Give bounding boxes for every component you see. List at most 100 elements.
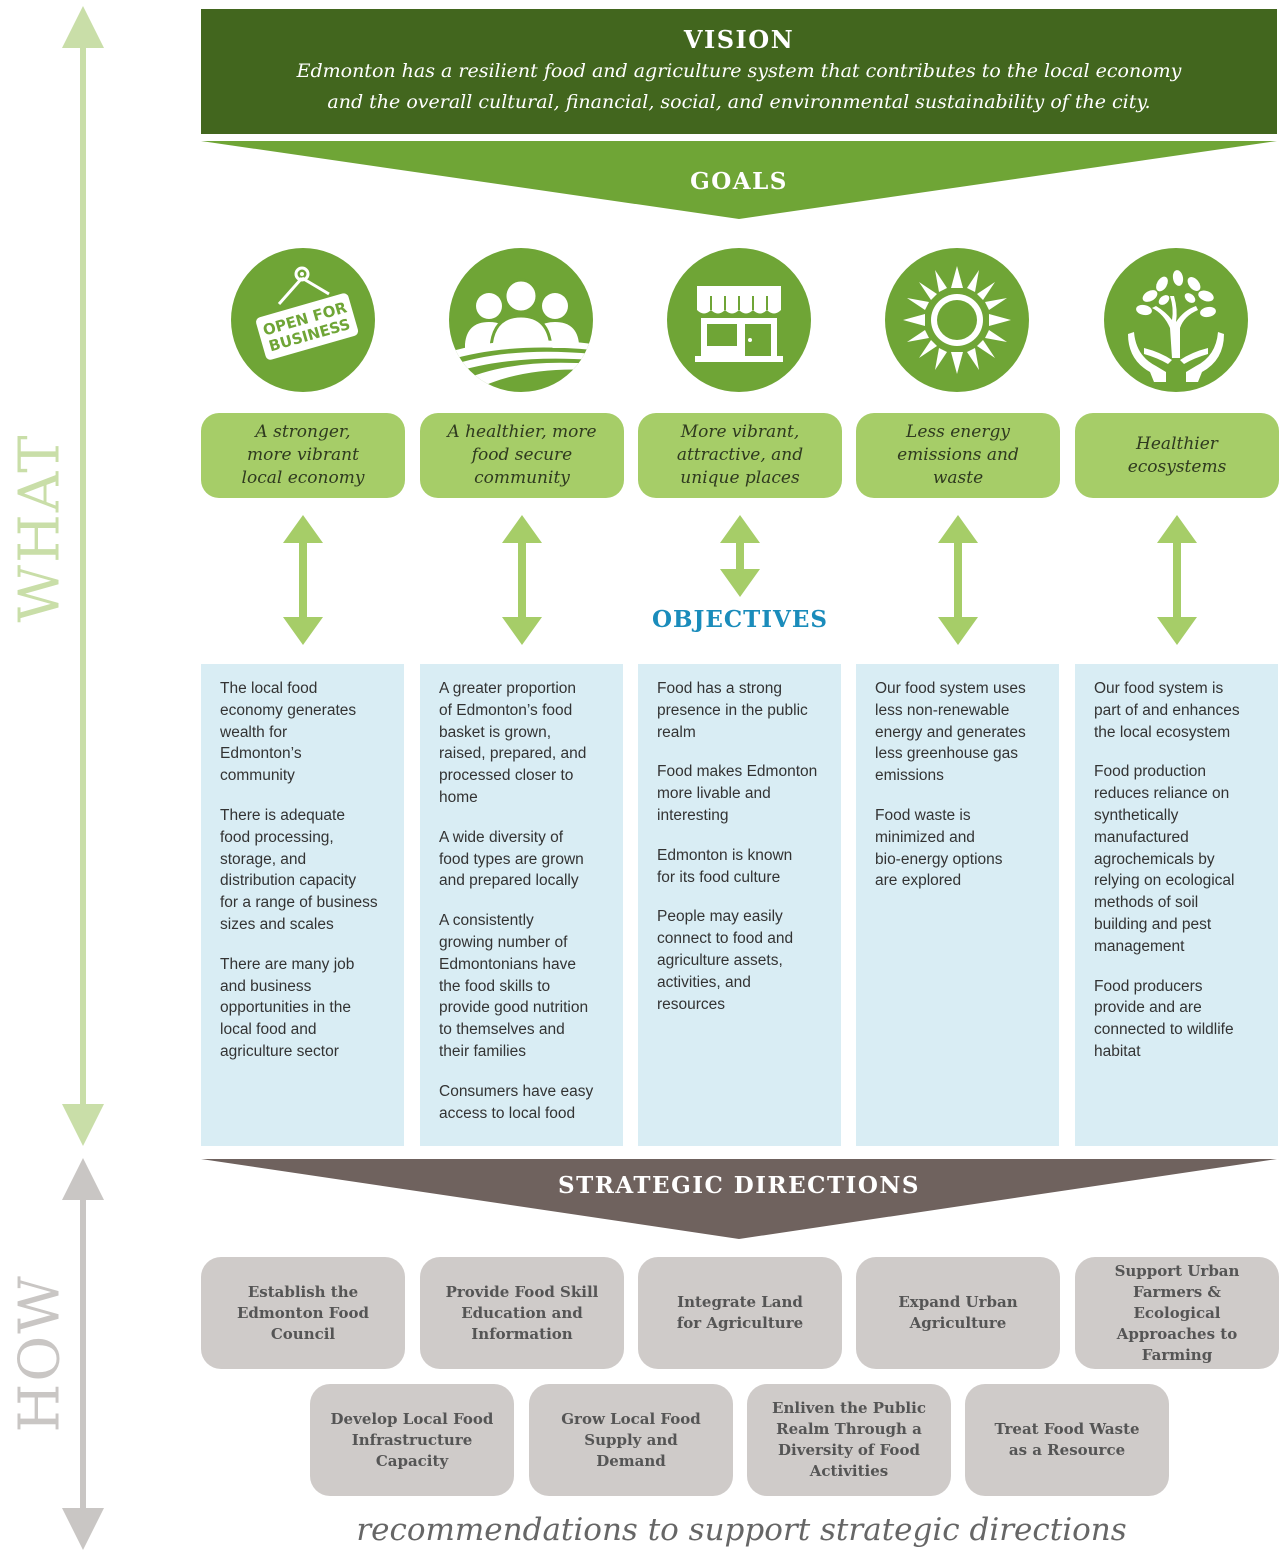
vision-line-1: Edmonton has a resilient food and agricu… — [296, 60, 1182, 82]
what-label: WHAT — [7, 433, 73, 623]
goal-line: local economy — [241, 468, 365, 488]
goal-line: waste — [932, 468, 984, 488]
goal-line: unique places — [680, 468, 800, 488]
vision-title: VISION — [683, 25, 795, 54]
goal-line: attractive, and — [676, 445, 804, 465]
direction-line: Expand Urban — [898, 1293, 1018, 1311]
goal-line: More vibrant, — [680, 422, 800, 442]
vision-banner: VISION Edmonton has a resilient food and… — [201, 9, 1277, 134]
direction-line: Establish the — [247, 1282, 359, 1301]
strategic-directions-banner — [201, 1159, 1277, 1239]
goal-box-energy: Less energy emissions and waste — [856, 413, 1060, 498]
double-arrow-icon — [502, 515, 542, 645]
direction-line: Activities — [809, 1462, 889, 1480]
direction-line: Capacity — [375, 1451, 449, 1470]
direction-line: Support Urban — [1114, 1261, 1240, 1280]
goal-line: food secure — [471, 445, 573, 465]
direction-line: Develop Local Food — [330, 1409, 494, 1428]
direction-line: Diversity of Food — [778, 1441, 920, 1459]
direction-line: Enliven the Public — [772, 1399, 926, 1417]
direction-line: Integrate Land — [677, 1293, 803, 1311]
vision-statement: Edmonton has a resilient food and agricu… — [201, 56, 1277, 118]
recommendations-caption: recommendations to support strategic dir… — [356, 1512, 1127, 1548]
goal-line: community — [474, 468, 570, 488]
what-arrow-head-bottom — [62, 1104, 104, 1146]
goal-line: ecosystems — [1127, 456, 1227, 477]
goal-line: more vibrant — [247, 445, 359, 465]
storefront-icon — [667, 248, 811, 392]
side-arrows — [62, 6, 104, 1550]
goals-title: GOALS — [690, 168, 788, 195]
direction-treat-food-waste: Treat Food Waste as a Resource — [965, 1384, 1169, 1496]
direction-line: Realm Through a — [776, 1420, 922, 1438]
goal-line: A stronger, — [255, 422, 351, 442]
how-arrow-head-bottom — [62, 1508, 104, 1550]
direction-line: Infrastructure — [351, 1430, 473, 1449]
what-arrow-shaft — [80, 44, 86, 1116]
direction-integrate-land: Integrate Land for Agriculture — [638, 1257, 842, 1369]
how-label: HOW — [7, 1274, 73, 1433]
direction-line: Edmonton Food — [236, 1303, 370, 1322]
how-arrow-shaft — [80, 1196, 86, 1516]
strategic-directions-title: STRATEGIC DIRECTIONS — [558, 1172, 920, 1199]
goal-box-places: More vibrant, attractive, and unique place… — [638, 413, 842, 498]
direction-line: Treat Food Waste — [994, 1420, 1140, 1438]
goal-line: emissions and — [897, 445, 1019, 465]
direction-line: Information — [471, 1324, 573, 1343]
how-arrow-head-top — [62, 1158, 104, 1200]
direction-line: Agriculture — [909, 1314, 1007, 1332]
community-people-icon — [449, 248, 593, 392]
open-for-business-icon: OPEN FOR BUSINESS — [231, 248, 375, 392]
direction-line: as a Resource — [1008, 1441, 1126, 1459]
direction-line: Demand — [596, 1451, 666, 1470]
goals-banner — [201, 141, 1277, 219]
goal-box-economy: A stronger, more vibrant local economy — [201, 413, 405, 498]
direction-line: Supply and — [584, 1430, 678, 1449]
goal-box-community: A healthier, more food secure community — [420, 413, 624, 498]
goal-line: A healthier, more — [447, 422, 597, 442]
goal-line: Less energy — [906, 422, 1010, 442]
what-arrow-head-top — [62, 6, 104, 48]
direction-line: Provide Food Skill — [445, 1282, 599, 1301]
direction-line: Council — [270, 1324, 336, 1343]
direction-line: Education and — [461, 1303, 583, 1322]
direction-line: Farmers & Ecological — [1133, 1282, 1221, 1322]
goal-line: Healthier — [1136, 433, 1218, 454]
direction-line: Approaches to — [1116, 1324, 1238, 1343]
double-arrow-icon — [720, 515, 760, 597]
direction-line: for Agriculture — [676, 1314, 804, 1332]
direction-line: Grow Local Food — [561, 1409, 701, 1428]
vision-line-2: and the overall cultural, financial, soc… — [327, 91, 1151, 113]
objectives-title: OBJECTIVES — [651, 606, 829, 633]
double-arrow-icon — [1157, 515, 1197, 645]
direction-line: Farming — [1141, 1345, 1213, 1364]
